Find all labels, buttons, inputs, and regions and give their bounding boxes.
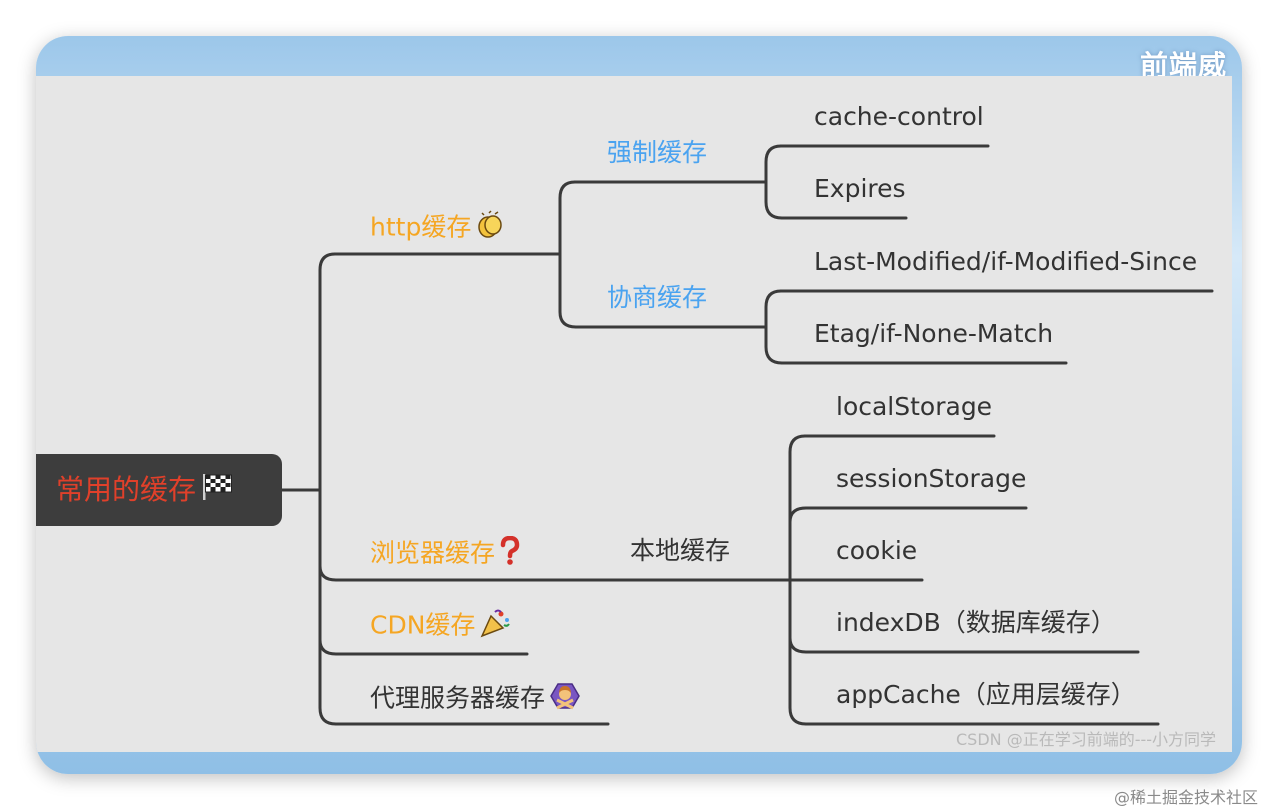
node-strong-cache[interactable]: 强制缓存 [607,138,708,167]
root-label: 常用的缓存 [56,472,234,510]
juejin-watermark: @稀土掘金技术社区 [1114,788,1259,807]
browser-underline [318,564,792,582]
branch-proxy-label: 代理服务器缓存 [370,683,546,713]
leaf-etag[interactable]: Etag/if-None-Match [814,319,1054,348]
leaf-indexdb[interactable]: indexDB（数据库缓存） [836,608,1116,637]
main-trunk [318,252,338,726]
branch-cdn[interactable]: CDN缓存 [370,608,511,645]
csdn-watermark: CSDN @正在学习前端的---小方同学 [956,730,1217,749]
negotiated-subtrunk [764,289,784,365]
leaf-last-modified[interactable]: Last-Modified/if-Modified-Since [814,247,1198,276]
http-subtrunk [558,180,578,329]
clapping-hands-icon [475,210,505,247]
node-negotiated-cache[interactable]: 协商缓存 [607,283,708,312]
leaf-sessionstorage[interactable]: sessionStorage [836,464,1027,493]
root-text: 常用的缓存 [56,473,197,506]
person-gesturing-no-icon [549,680,581,719]
branch-cdn-label: CDN缓存 [370,610,476,640]
strong-subtrunk [764,144,784,220]
slide-frame: 前端威 [36,36,1242,774]
branch-browser-label: 浏览器缓存 [370,538,496,568]
leaf-cookie[interactable]: cookie [836,536,918,565]
leaf-cache-control[interactable]: cache-control [814,102,984,131]
cdn-underline [318,638,529,656]
leaf-localstorage[interactable]: localStorage [836,392,993,421]
leaf-expires[interactable]: Expires [814,174,906,203]
branch-proxy[interactable]: 代理服务器缓存 [370,680,581,719]
question-mark-icon [499,535,521,573]
leaf-appcache[interactable]: appCache（应用层缓存） [836,680,1136,709]
sessionstorage-underline [788,506,1028,524]
mindmap-canvas [36,76,1232,752]
branch-http-label: http缓存 [370,212,472,242]
checkered-flag-icon [200,472,234,510]
indexdb-underline [788,636,1140,654]
root-node[interactable] [36,454,282,526]
party-popper-icon [479,608,511,645]
branch-browser[interactable]: 浏览器缓存 [370,535,521,573]
branch-http[interactable]: http缓存 [370,210,505,247]
node-local-cache[interactable]: 本地缓存 [630,536,731,565]
